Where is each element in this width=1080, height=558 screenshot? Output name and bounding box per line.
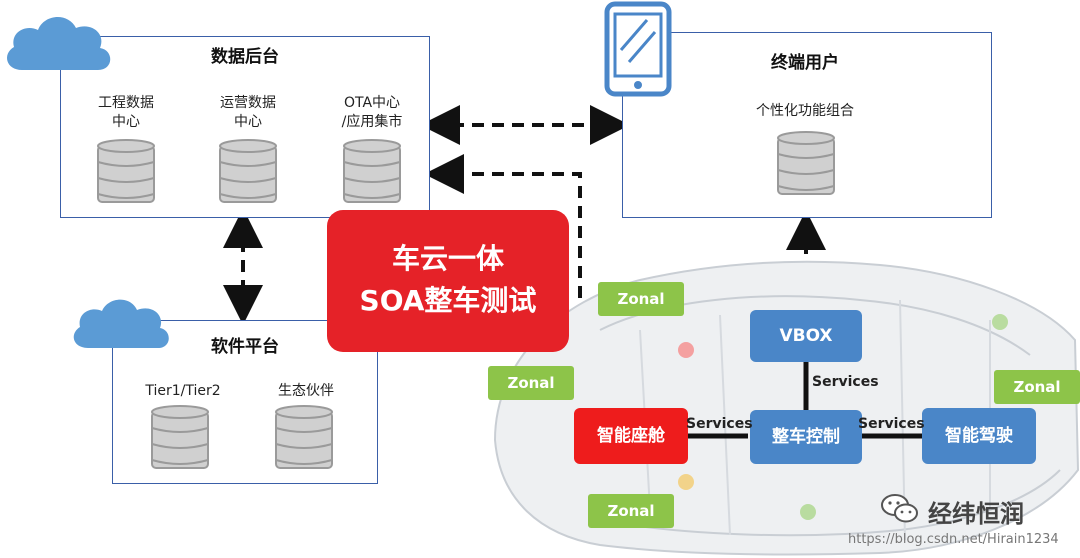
zonal-bottom: Zonal <box>588 494 674 528</box>
backend-item-label-2: OTA中心 /应用集市 <box>341 95 403 130</box>
services-label-right: Services <box>858 416 925 432</box>
software-platform-title: 软件平台 <box>211 337 279 357</box>
services-label-left: Services <box>686 416 753 432</box>
zonal-right: Zonal <box>994 370 1080 404</box>
end-user-item: 个性化功能组合 <box>756 103 854 119</box>
database-icon <box>275 405 333 469</box>
cloud-icon <box>73 299 169 348</box>
software-item-label-0: Tier1/Tier2 <box>145 383 221 399</box>
center-title-line1: 车云一体 <box>391 242 504 275</box>
center-title-box: 车云一体 SOA整车测试 <box>327 210 569 352</box>
software-item-label-1: 生态伙伴 <box>278 383 334 399</box>
watermark-url: https://blog.csdn.net/Hirain1234 <box>848 532 1059 547</box>
database-icon <box>219 139 277 203</box>
backend-item-label-0: 工程数据 中心 <box>98 95 154 130</box>
database-icon <box>97 139 155 203</box>
vbox-node: VBOX <box>750 310 862 362</box>
database-icon <box>343 139 401 203</box>
services-label-vertical: Services <box>812 374 879 390</box>
center-title-line2: SOA整车测试 <box>359 284 537 317</box>
smart-cockpit-node: 智能座舱 <box>574 408 688 464</box>
watermark-brand: 经纬恒润 <box>928 500 1024 528</box>
end-user-title: 终端用户 <box>771 53 839 73</box>
wechat-icon <box>881 494 918 523</box>
smart-driving-node: 智能驾驶 <box>922 408 1036 464</box>
cloud-icon <box>7 16 111 70</box>
zonal-top: Zonal <box>598 282 684 316</box>
tablet-icon <box>604 1 672 97</box>
arrow-vbox-backend <box>424 154 582 338</box>
zonal-left: Zonal <box>488 366 574 400</box>
data-backend-title: 数据后台 <box>211 47 279 67</box>
vehicle-control-node: 整车控制 <box>750 410 862 464</box>
backend-item-label-1: 运营数据 中心 <box>220 95 276 130</box>
database-icon <box>151 405 209 469</box>
database-icon <box>777 131 835 195</box>
